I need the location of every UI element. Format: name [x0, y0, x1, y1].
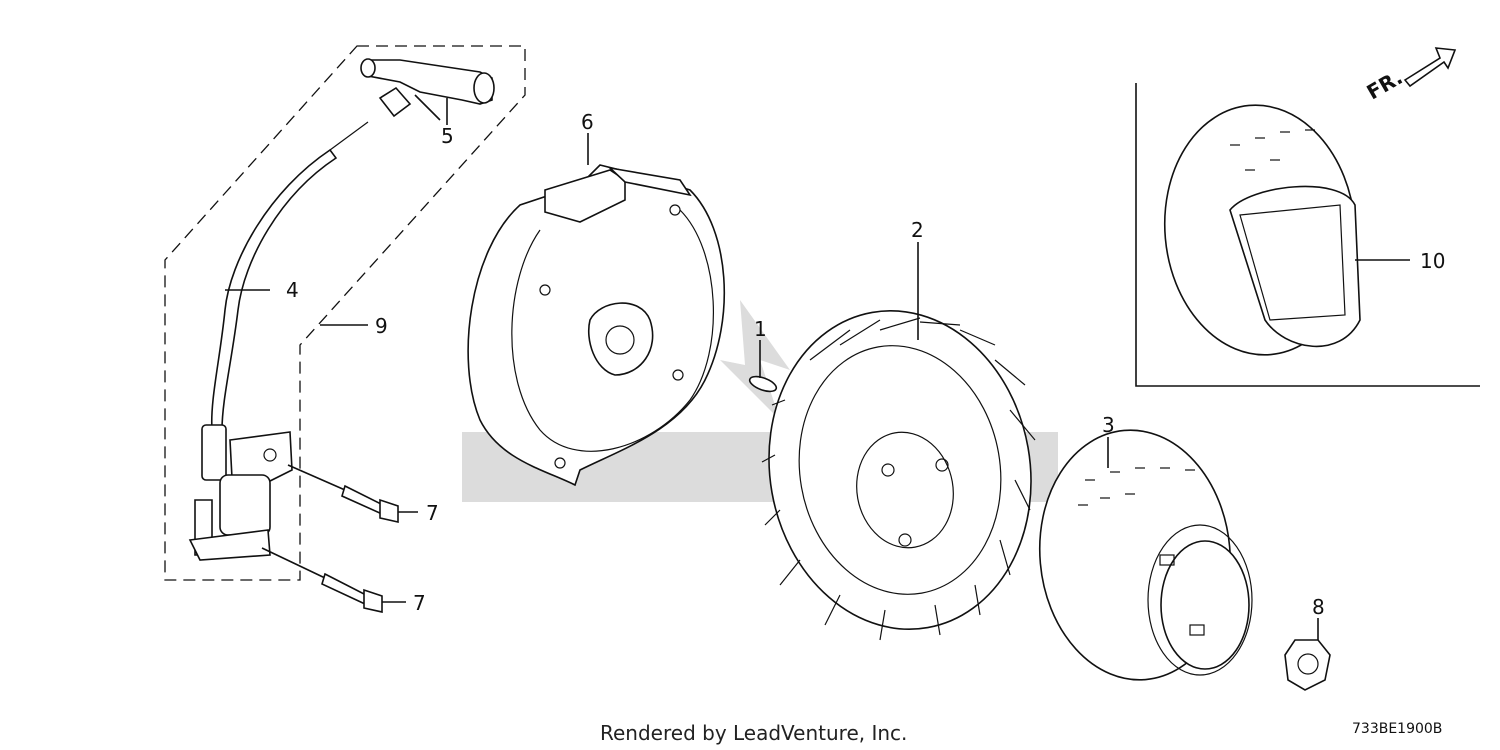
callout-5: 5	[441, 124, 454, 148]
callout-7-upper: 7	[426, 501, 439, 525]
callout-8: 8	[1312, 595, 1325, 619]
footer-credit: Rendered by LeadVenture, Inc.	[600, 721, 907, 745]
ignition-coil	[188, 121, 369, 561]
direction-label: FR.	[1363, 65, 1407, 104]
stator-housing	[467, 164, 725, 487]
starter-pulley	[1038, 429, 1253, 681]
callout-7-lower: 7	[413, 591, 426, 615]
diagram-code: 733BE1900B	[1352, 721, 1442, 737]
ignition-group-outline	[164, 45, 526, 581]
inset-detail	[1135, 83, 1480, 387]
bolt-lower	[261, 547, 383, 613]
callout-10: 10	[1420, 249, 1445, 273]
callout-2: 2	[911, 218, 924, 242]
front-direction-arrow: FR.	[1363, 47, 1457, 104]
woodruff-key	[748, 375, 778, 393]
bolt-upper	[287, 464, 399, 523]
callout-6: 6	[581, 110, 594, 134]
spark-plug-cap	[360, 58, 495, 121]
callout-4: 4	[286, 278, 299, 302]
flange-nut	[1284, 639, 1331, 691]
callout-9: 9	[375, 314, 388, 338]
callout-1: 1	[754, 317, 767, 341]
flywheel	[761, 310, 1036, 641]
callout-3: 3	[1102, 413, 1115, 437]
leader-lines	[225, 98, 1410, 640]
